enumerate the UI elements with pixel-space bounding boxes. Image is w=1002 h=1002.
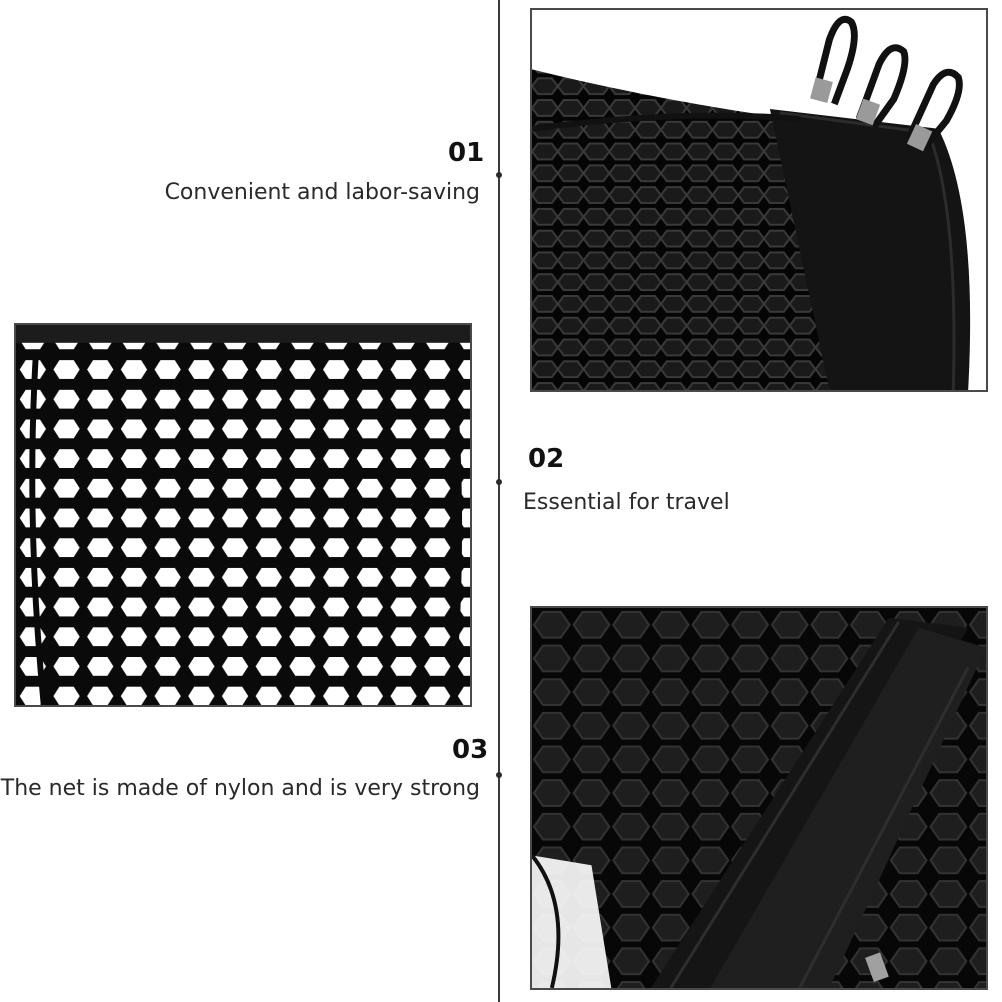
timeline-dot-02 (496, 479, 502, 485)
timeline-dot-03 (496, 772, 502, 778)
timeline-dot-01 (496, 172, 502, 178)
center-divider-line (498, 0, 500, 1002)
net-mesh-closeup-photo (14, 323, 472, 707)
net-strap-closeup-photo (530, 606, 988, 990)
feature-number-03: 03 (452, 735, 489, 765)
feature-number-02: 02 (528, 444, 565, 474)
feature-number-01: 01 (448, 138, 485, 168)
feature-caption-03: The net is made of nylon and is very str… (0, 776, 480, 801)
net-with-hooks-photo (530, 8, 988, 392)
feature-caption-01: Convenient and labor-saving (164, 180, 480, 205)
feature-caption-02: Essential for travel (523, 490, 730, 515)
